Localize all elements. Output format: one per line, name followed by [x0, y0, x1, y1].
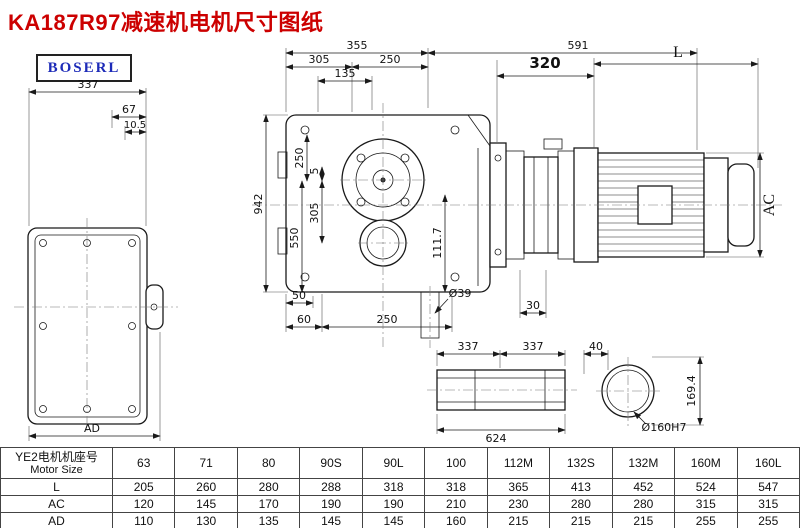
table-cell: 120 — [111, 495, 176, 513]
dim-250-bottom: 250 — [377, 313, 398, 326]
table-cell: 413 — [549, 478, 613, 496]
table-cell: 210 — [424, 495, 488, 513]
dim-10-5: 10.5 — [124, 120, 146, 131]
col-header: 132S — [549, 447, 613, 479]
dimension-drawing: 337 67 10.5 AD — [14, 39, 782, 445]
hollow-shaft-view: 337 337 624 — [427, 340, 577, 445]
col-header: 160L — [736, 447, 800, 479]
centerlines — [252, 103, 782, 350]
col-header: 160M — [674, 447, 738, 479]
table-cell: 547 — [736, 478, 800, 496]
dim-550: 550 — [288, 228, 301, 249]
table-cell: 215 — [611, 512, 676, 528]
dim-111-7: 111.7 — [431, 227, 444, 259]
dim-60: 60 — [297, 313, 311, 326]
table-header-cn: YE2电机机座号 — [15, 449, 98, 464]
table-cell: 260 — [174, 478, 238, 496]
dim-337-left-view: 337 — [78, 78, 99, 91]
table-cell: 524 — [674, 478, 738, 496]
col-header: 100 — [424, 447, 488, 479]
table-cell: 280 — [236, 478, 301, 496]
table-cell: 280 — [611, 495, 676, 513]
col-header: 132M — [611, 447, 676, 479]
dim-355: 355 — [347, 39, 368, 52]
table-cell: 230 — [486, 495, 551, 513]
table-header-en: Motor Size — [30, 463, 83, 476]
table-cell: 288 — [299, 478, 363, 496]
table-cell: 215 — [549, 512, 613, 528]
dim-40: 40 — [589, 340, 603, 353]
dim-305-top: 305 — [309, 53, 330, 66]
table-row-AD: AD 110 130 135 145 145 160 215 215 215 2… — [0, 512, 800, 528]
page-title: KA187R97减速机电机尺寸图纸 — [8, 10, 324, 35]
table-cell: 145 — [174, 495, 238, 513]
dim-337-shaft-right: 337 — [523, 340, 544, 353]
table-cell: 255 — [736, 512, 800, 528]
dim-dia39: Ø39 — [449, 287, 472, 300]
row-label: L — [0, 478, 113, 496]
left-side-view: 337 67 10.5 AD — [14, 78, 178, 441]
table-header-row: YE2电机机座号 Motor Size 63 71 80 90S 90L 100… — [0, 447, 800, 479]
boserl-logo: BOSERL — [36, 54, 132, 82]
table-cell: 160 — [424, 512, 488, 528]
dim-624: 624 — [486, 432, 507, 445]
table-cell: 190 — [299, 495, 363, 513]
dim-135: 135 — [335, 67, 356, 80]
table-cell: 130 — [174, 512, 238, 528]
col-header: 80 — [236, 447, 301, 479]
dim-169-4: 169.4 — [685, 375, 698, 407]
motor-size-table: YE2电机机座号 Motor Size 63 71 80 90S 90L 100… — [0, 447, 800, 528]
table-cell: 205 — [111, 478, 176, 496]
col-header: 112M — [486, 447, 551, 479]
table-cell: 318 — [361, 478, 426, 496]
dim-30: 30 — [526, 299, 540, 312]
bore-end-view: 40 169.4 Ø160H7 — [583, 340, 704, 434]
table-cell: 315 — [674, 495, 738, 513]
table-cell: 280 — [549, 495, 613, 513]
table-row-L: L 205 260 280 288 318 318 365 413 452 52… — [0, 478, 800, 496]
table-cell: 190 — [361, 495, 426, 513]
table-cell: 170 — [236, 495, 301, 513]
dim-250-top: 250 — [380, 53, 401, 66]
motor-side-view: 320 L AC — [489, 44, 778, 268]
lifting-eye — [543, 138, 563, 150]
dim-591: 591 — [568, 39, 589, 52]
table-cell: 255 — [674, 512, 738, 528]
row-label: AD — [0, 512, 113, 528]
dim-942: 942 — [252, 194, 265, 215]
dim-320: 320 — [529, 54, 560, 72]
dim-AD: AD — [84, 422, 100, 435]
table-cell: 452 — [611, 478, 676, 496]
table-header-motor-size: YE2电机机座号 Motor Size — [0, 447, 113, 479]
table-row-AC: AC 120 145 170 190 190 210 230 280 280 3… — [0, 495, 800, 513]
table-cell: 135 — [236, 512, 301, 528]
col-header: 90S — [299, 447, 363, 479]
table-cell: 365 — [486, 478, 551, 496]
col-header: 90L — [361, 447, 426, 479]
table-cell: 318 — [424, 478, 488, 496]
table-cell: 315 — [736, 495, 800, 513]
dim-dia160H7: Ø160H7 — [642, 421, 687, 434]
row-label: AC — [0, 495, 113, 513]
col-header: 63 — [111, 447, 176, 479]
col-header: 71 — [174, 447, 238, 479]
table-cell: 215 — [486, 512, 551, 528]
table-cell: 145 — [299, 512, 363, 528]
dim-L: L — [673, 44, 683, 61]
table-cell: 110 — [111, 512, 176, 528]
dim-250-vertical: 250 — [293, 148, 306, 169]
dim-337-shaft-left: 337 — [458, 340, 479, 353]
dim-50: 50 — [292, 289, 306, 302]
dim-5: 5 — [308, 168, 321, 175]
dim-305-vertical: 305 — [308, 203, 321, 224]
table-cell: 145 — [361, 512, 426, 528]
dim-67: 67 — [122, 103, 136, 116]
